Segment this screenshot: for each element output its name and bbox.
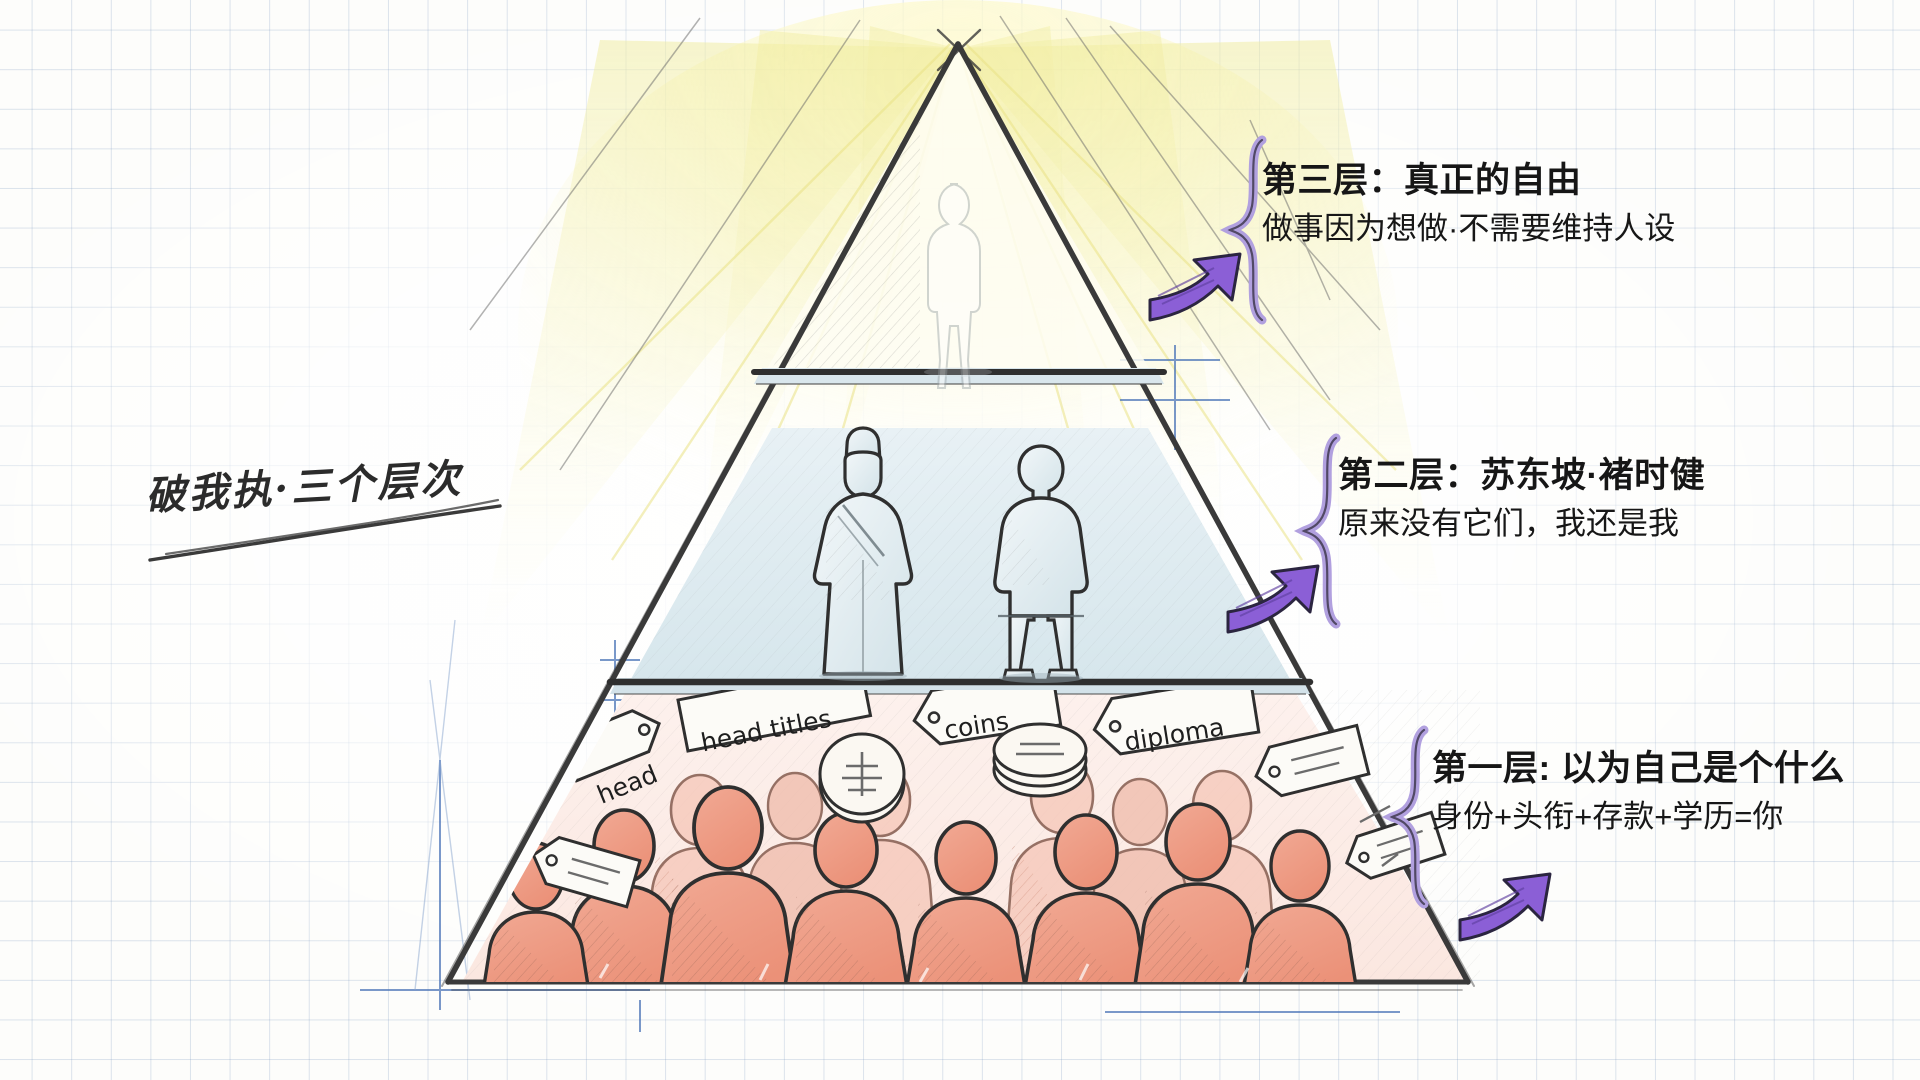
callout-tier-1-title: 第一层: 以为自己是个什么 bbox=[1432, 749, 1845, 788]
crowd-person bbox=[1132, 802, 1264, 982]
brace-tier1 bbox=[1381, 725, 1429, 909]
callout-tier-3: 第三层：真正的自由 做事因为想做·不需要维持人设 bbox=[1262, 160, 1675, 249]
crowd-person bbox=[1241, 829, 1359, 982]
crowd-front-row bbox=[481, 785, 1359, 982]
crowd-person bbox=[658, 785, 798, 982]
tier-2-block bbox=[627, 428, 1294, 686]
coin-stack-left bbox=[818, 732, 906, 824]
callout-tier-3-subtitle: 做事因为想做·不需要维持人设 bbox=[1262, 211, 1676, 247]
tag-head-titles bbox=[676, 690, 873, 753]
callout-tier-1: 第一层: 以为自己是个什么 身份+头衔+存款+学历=你 bbox=[1432, 748, 1845, 837]
crowd-group bbox=[481, 757, 1359, 982]
brace-tier3 bbox=[1219, 135, 1267, 325]
construction-lines bbox=[360, 345, 1400, 1032]
callout-tier-3-title: 第三层：真正的自由 bbox=[1262, 161, 1582, 200]
brace-tier2 bbox=[1293, 433, 1341, 629]
arrow-to-tier3 bbox=[1148, 252, 1242, 322]
tag-diploma bbox=[1092, 690, 1261, 756]
callout-tier-2-subtitle: 原来没有它们，我还是我 bbox=[1338, 506, 1679, 542]
figure-enlightened bbox=[924, 183, 992, 389]
callout-tier-2-title: 第二层：苏东坡·褚时健 bbox=[1338, 456, 1706, 495]
arrow-to-tier1 bbox=[1458, 872, 1552, 942]
callout-tier-2: 第二层：苏东坡·褚时健 原来没有它们，我还是我 bbox=[1338, 455, 1705, 544]
construction-lines-light bbox=[414, 619, 471, 1001]
crowd-person bbox=[904, 820, 1028, 982]
callout-tier-1-subtitle: 身份+头衔+存款+学历=你 bbox=[1432, 799, 1784, 835]
tag-blank-right bbox=[1254, 723, 1371, 798]
crowd-person bbox=[1022, 813, 1150, 982]
tag-blank-left bbox=[531, 835, 642, 909]
pin-marks bbox=[1359, 804, 1399, 867]
arrow-to-tier2 bbox=[1226, 564, 1320, 634]
tier-divider-upper bbox=[751, 368, 1167, 385]
coin-stack-right bbox=[992, 722, 1088, 798]
figure-robed-scholar bbox=[812, 426, 914, 681]
tag-objects bbox=[531, 690, 1447, 909]
figure-modern-man bbox=[993, 444, 1089, 683]
crowd-person bbox=[782, 811, 910, 982]
title-underline bbox=[148, 498, 502, 562]
